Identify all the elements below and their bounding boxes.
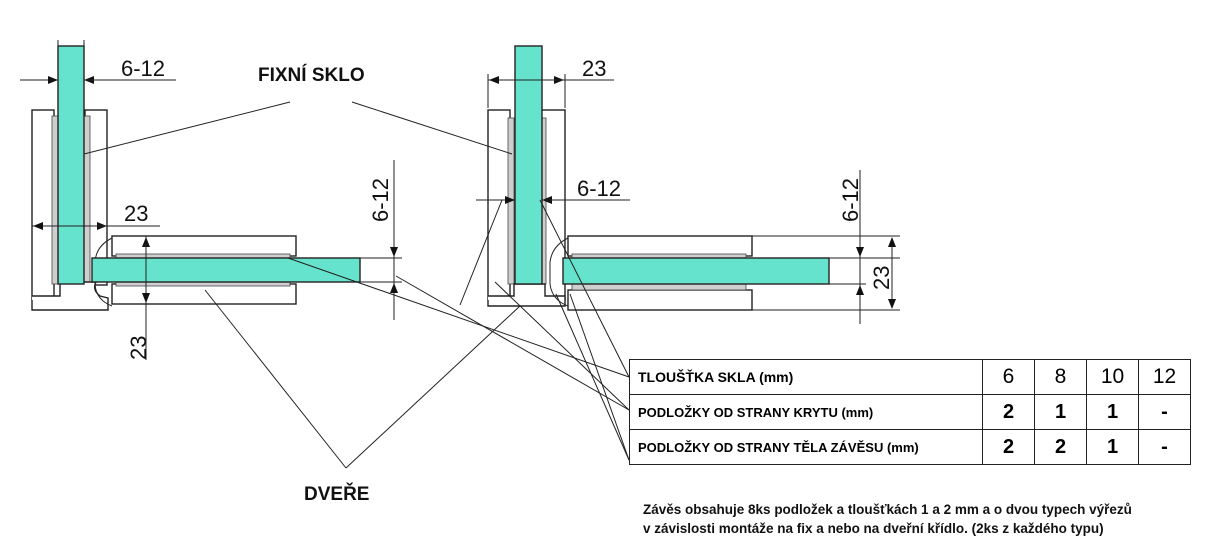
right-hinge-top-plate — [567, 235, 753, 257]
right-vertical-dimension-top: 6-12 — [838, 178, 863, 222]
pads-note: Závěs obsahuje 8ks podložek a tloušťkách… — [643, 500, 1132, 538]
pads-note-line-2: v závislosti montáže na fix a nebo na dv… — [643, 521, 1104, 536]
left-hinge-assembly — [31, 45, 361, 311]
right-hinge-base — [487, 283, 566, 307]
table-row: PODLOŽKY OD STRANY KRYTU (mm) 2 1 1 - — [629, 394, 1191, 430]
right-dimensions: 23 6-12 6-12 23 — [476, 56, 900, 324]
table-cell: - — [1138, 394, 1191, 430]
left-top-dimension: 6-12 — [121, 56, 165, 81]
right-top-dimension: 23 — [582, 56, 606, 81]
pads-note-line-1: Závěs obsahuje 8ks podložek a tloušťkách… — [643, 502, 1132, 517]
table-cell: 10 — [1086, 359, 1139, 395]
table-row: PODLOŽKY OD STRANY TĚLA ZÁVĚSU (mm) 2 2 … — [629, 429, 1191, 465]
right-hinge-outer-plate — [487, 109, 511, 301]
left-fixed-glass — [57, 45, 85, 285]
right-door-glass — [562, 257, 830, 285]
fixed-glass-label: FIXNÍ SKLO — [258, 64, 365, 86]
table-cell: 12 — [1138, 359, 1191, 395]
table-cell: 8 — [1034, 359, 1087, 395]
table-cell: 1 — [1086, 429, 1139, 465]
right-hinge-assembly — [487, 45, 830, 311]
right-hinge-pad-left — [507, 117, 515, 285]
left-hinge-top-plate — [111, 235, 297, 257]
table-row: TLOUŠŤKA SKLA (mm) 6 8 10 12 — [629, 359, 1191, 395]
table-cell: 2 — [1034, 429, 1087, 465]
table-cell: 2 — [982, 394, 1035, 430]
right-mid-dimension: 6-12 — [577, 176, 621, 201]
left-door-glass — [91, 257, 361, 283]
table-cell: - — [1138, 429, 1191, 465]
left-vertical-dimension: 6-12 — [368, 178, 393, 222]
right-hinge-pad-bottom — [571, 283, 747, 291]
right-hinge-bottom-plate — [567, 289, 753, 311]
table-cell: 1 — [1034, 394, 1087, 430]
door-label: DVEŘE — [304, 483, 369, 505]
left-dimensions: 6-12 23 23 6-12 — [20, 40, 402, 360]
row-label-glass-thickness: TLOUŠŤKA SKLA (mm) — [629, 359, 983, 395]
right-fixed-glass — [514, 45, 543, 285]
left-bottom-dimension: 23 — [126, 336, 151, 360]
left-hinge-bottom-plate — [111, 283, 297, 305]
left-mid-dimension: 23 — [124, 201, 148, 226]
table-cell: 1 — [1086, 394, 1139, 430]
table-cell: 6 — [982, 359, 1035, 395]
row-label-body-side-pads: PODLOŽKY OD STRANY TĚLA ZÁVĚSU (mm) — [629, 429, 983, 465]
table-cell: 2 — [982, 429, 1035, 465]
left-hinge-base — [31, 281, 109, 311]
row-label-cover-side-pads: PODLOŽKY OD STRANY KRYTU (mm) — [629, 394, 983, 430]
left-hinge-pad-left — [51, 115, 59, 285]
left-hinge-pad-right — [83, 115, 91, 285]
right-vertical-dimension-bottom: 23 — [869, 266, 894, 290]
glass-spec-table: TLOUŠŤKA SKLA (mm) 6 8 10 12 PODLOŽKY OD… — [629, 359, 1191, 465]
left-hinge-outer-plate — [31, 109, 55, 301]
